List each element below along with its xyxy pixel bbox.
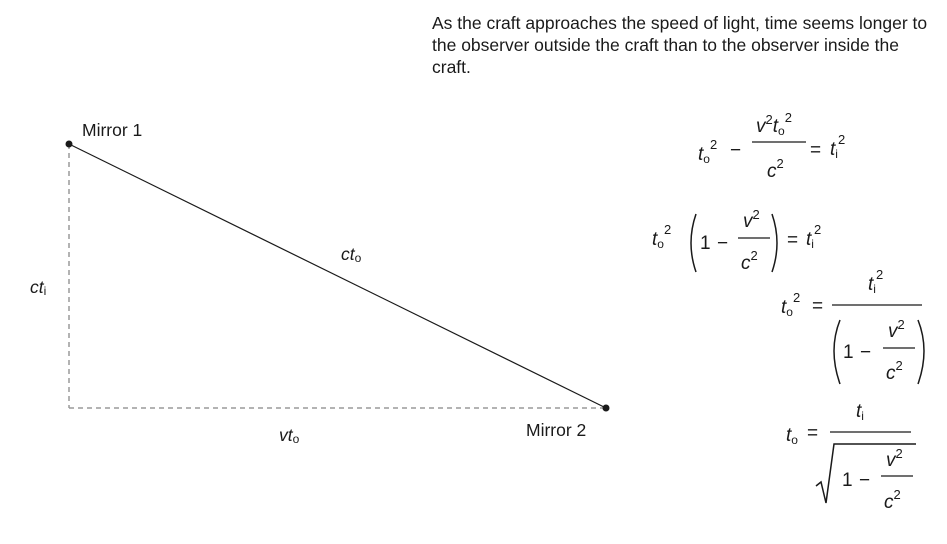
svg-text:=: = bbox=[807, 423, 818, 444]
svg-text:to: to bbox=[786, 425, 798, 447]
svg-text:1: 1 bbox=[842, 470, 853, 491]
caption-text: As the craft approaches the speed of lig… bbox=[432, 13, 928, 77]
svg-text:v2: v2 bbox=[886, 446, 903, 471]
svg-text:=: = bbox=[810, 140, 821, 161]
svg-text:to2: to2 bbox=[698, 137, 717, 166]
svg-text:ti: ti bbox=[856, 401, 864, 423]
svg-text:1: 1 bbox=[843, 342, 854, 363]
mirror-1-point bbox=[65, 140, 73, 148]
equation-2: to2 1 − v2 c2 = ti2 bbox=[652, 207, 821, 274]
equation-4: to = ti 1 − v2 c2 bbox=[786, 401, 916, 513]
svg-text:ti2: ti2 bbox=[830, 132, 845, 161]
vertical-leg-label: cti bbox=[30, 277, 46, 298]
svg-text:to2: to2 bbox=[781, 290, 800, 319]
mirror-2-label: Mirror 2 bbox=[526, 420, 586, 440]
svg-text:−: − bbox=[717, 233, 728, 254]
svg-text:c2: c2 bbox=[886, 358, 903, 384]
svg-text:c2: c2 bbox=[884, 487, 901, 513]
hypotenuse-light-path bbox=[68, 143, 607, 409]
equation-1: to2 − v2to2 c2 = ti2 bbox=[698, 110, 845, 182]
svg-text:to2: to2 bbox=[652, 222, 671, 251]
svg-text:ti2: ti2 bbox=[806, 222, 821, 251]
svg-text:1: 1 bbox=[700, 233, 711, 254]
mirror-2-point bbox=[602, 404, 610, 412]
svg-text:−: − bbox=[730, 140, 741, 161]
svg-text:v2to2: v2to2 bbox=[756, 110, 792, 138]
svg-text:−: − bbox=[859, 470, 870, 491]
hypotenuse-label: cto bbox=[341, 244, 362, 265]
svg-text:c2: c2 bbox=[767, 156, 784, 182]
square-root-sign bbox=[815, 443, 916, 504]
svg-text:v2: v2 bbox=[743, 207, 760, 232]
svg-text:=: = bbox=[787, 230, 798, 251]
mirror-1-label: Mirror 1 bbox=[82, 120, 142, 140]
svg-text:=: = bbox=[812, 296, 823, 317]
equation-3: to2 = ti2 1 − v2 c2 bbox=[781, 267, 925, 385]
svg-text:ti2: ti2 bbox=[868, 267, 883, 296]
svg-text:c2: c2 bbox=[741, 248, 758, 274]
svg-text:v2: v2 bbox=[888, 317, 905, 342]
horizontal-leg-label: vto bbox=[279, 425, 300, 446]
svg-text:−: − bbox=[860, 342, 871, 363]
